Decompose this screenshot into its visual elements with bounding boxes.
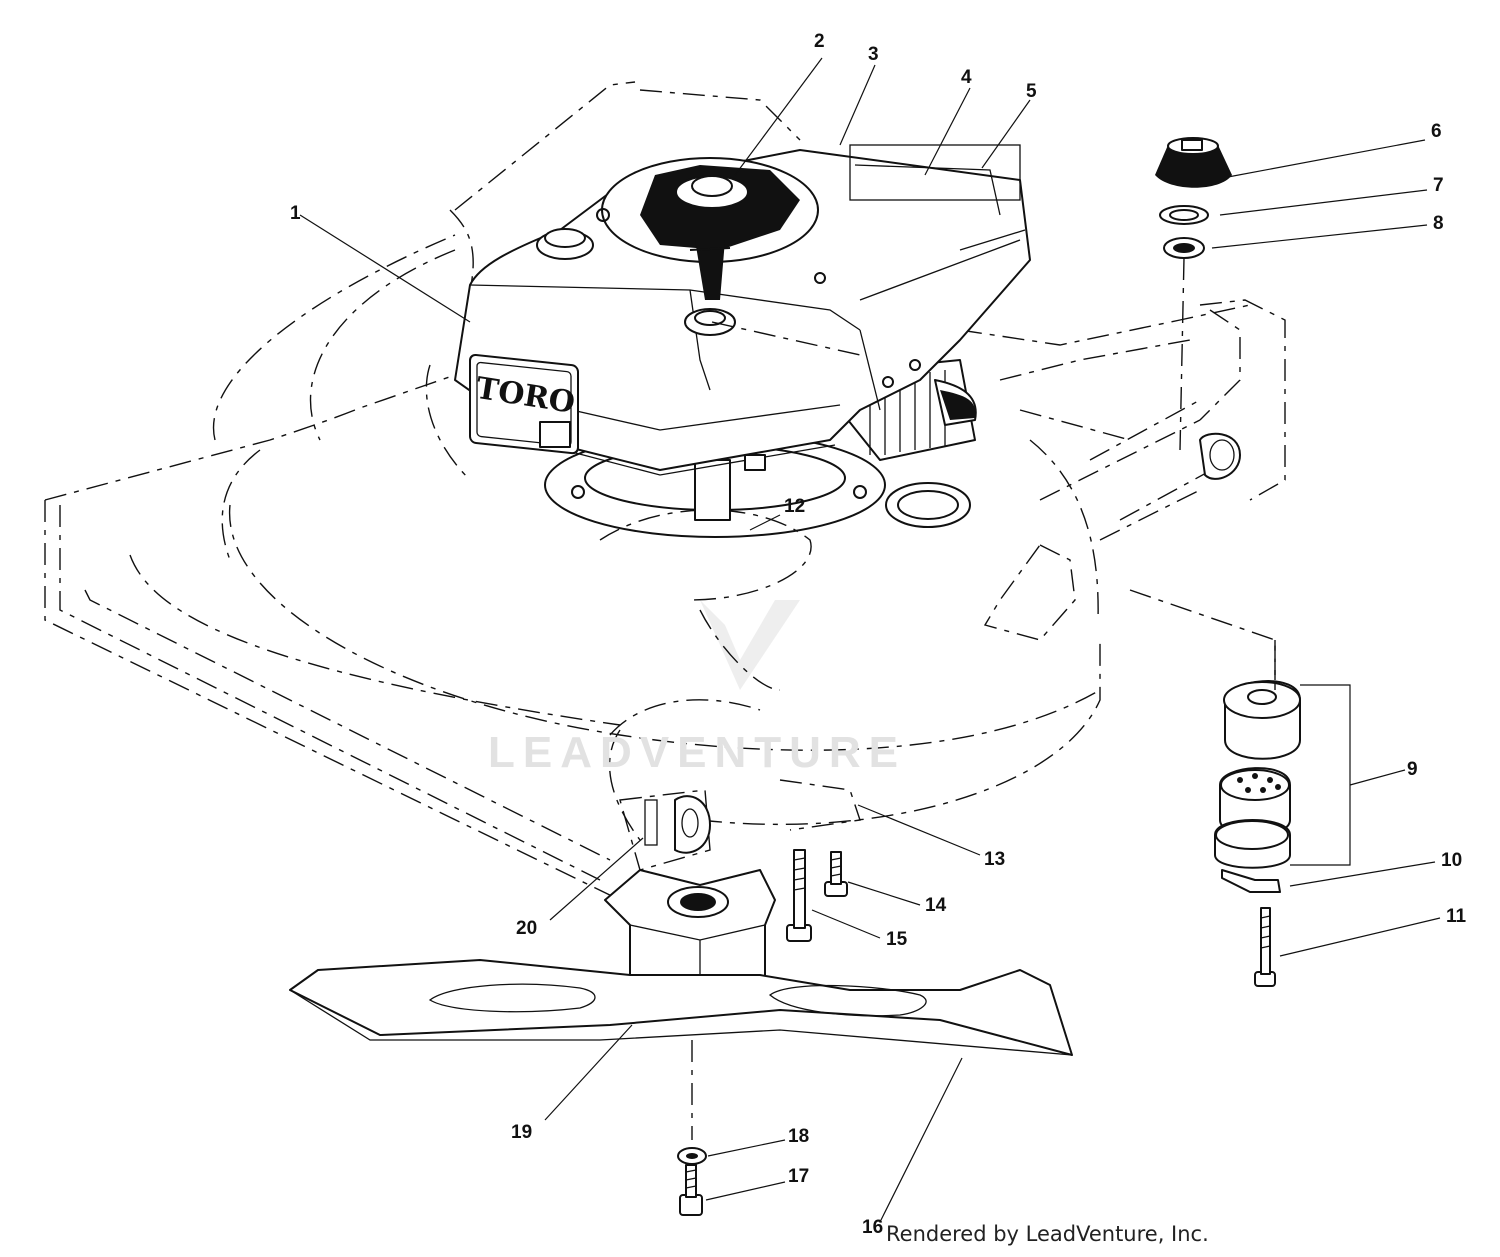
axle-bracket xyxy=(1199,432,1241,480)
part-label-12: 12 xyxy=(784,496,806,517)
bolt-14 xyxy=(824,851,848,897)
blade-washer-18 xyxy=(677,1147,707,1165)
part-label-6: 6 xyxy=(1431,121,1442,142)
recoil-starter xyxy=(640,165,800,300)
rotary-blade xyxy=(289,959,1073,1056)
knob-6 xyxy=(1155,137,1232,188)
part-label-2: 2 xyxy=(814,31,825,52)
part-label-4: 4 xyxy=(961,67,972,88)
part-label-3: 3 xyxy=(868,44,879,65)
part-label-18: 18 xyxy=(788,1126,810,1147)
part-label-20: 20 xyxy=(516,918,538,939)
credit-text: Rendered by LeadVenture, Inc. xyxy=(886,1222,1209,1246)
watermark-text: LEADVENTURE xyxy=(488,728,907,777)
part-label-19: 19 xyxy=(511,1122,533,1143)
watermark-logo-icon xyxy=(700,600,800,690)
part-label-16: 16 xyxy=(862,1217,884,1238)
part-label-15: 15 xyxy=(886,929,908,950)
part-label-10: 10 xyxy=(1441,850,1463,871)
part-label-14: 14 xyxy=(925,895,947,916)
adjuster-20 xyxy=(644,795,711,854)
part-label-13: 13 xyxy=(984,849,1006,870)
part-label-5: 5 xyxy=(1026,81,1037,102)
bolt-15 xyxy=(786,849,812,942)
bolt-11 xyxy=(1254,907,1276,987)
leader-lines xyxy=(299,57,1441,1223)
part-label-1: 1 xyxy=(290,203,301,224)
bracket-10 xyxy=(1221,869,1281,893)
blade-bolt-17 xyxy=(679,1164,703,1216)
blade-adaptor xyxy=(604,869,776,996)
engine-assembly: TORO xyxy=(454,144,1031,476)
wheel-assembly-9 xyxy=(1214,680,1301,869)
part-label-9: 9 xyxy=(1407,759,1418,780)
part-label-7: 7 xyxy=(1433,175,1444,196)
part-label-17: 17 xyxy=(788,1166,810,1187)
washer-8 xyxy=(1163,237,1205,259)
part-label-11: 11 xyxy=(1446,906,1467,927)
part-label-8: 8 xyxy=(1433,213,1444,234)
washer-7 xyxy=(1159,205,1209,225)
